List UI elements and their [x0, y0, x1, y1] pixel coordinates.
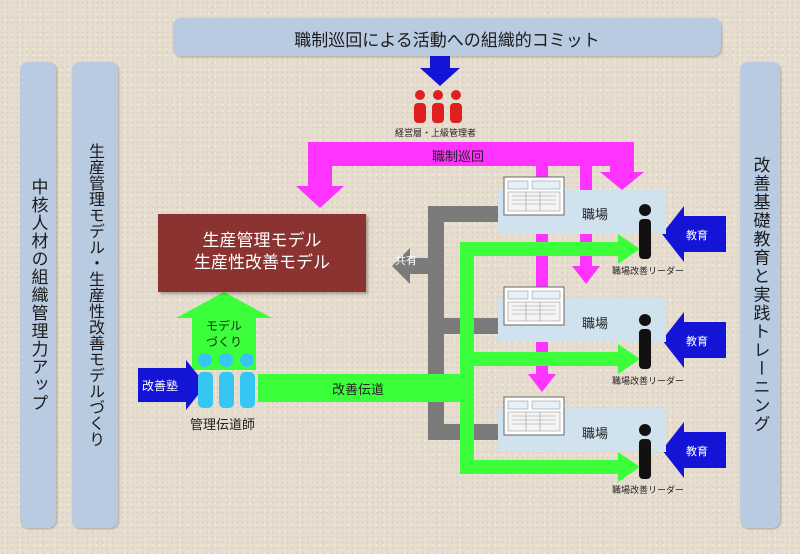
trainer-person-icons [198, 353, 255, 408]
model-making-label: モデル づくり [192, 318, 256, 350]
share-arrow-head [392, 248, 410, 284]
right-column-education-text: 改善基礎教育と実践トレーニング [749, 156, 770, 434]
left-column-core-talent: 中核人材の組織管理力アップ [20, 62, 56, 528]
person-icon-leader-2 [639, 314, 651, 369]
document-icon-2 [503, 286, 565, 326]
model-making-line1: モデル [205, 319, 242, 333]
trainers-label: 管理伝道師 [190, 418, 256, 433]
juku-arrow-body [138, 368, 188, 402]
blue-arrows [138, 56, 726, 478]
executives-label: 経営層・上級管理者 [395, 129, 477, 139]
right-column-education: 改善基礎教育と実践トレーニング [740, 62, 780, 528]
top-banner: 職制巡回による活動への組織的コミット [173, 18, 721, 56]
executive-person-icons [414, 90, 462, 123]
left-column-model-making: 生産管理モデル・生産性改善モデルづくり [72, 62, 118, 528]
model-box-line1: 生産管理モデル [202, 231, 322, 251]
leader-label-1: 職場改善リーダー [612, 267, 685, 277]
leader-label-3: 職場改善リーダー [612, 486, 685, 496]
edu-label-2: 教育 [686, 335, 708, 348]
edu-arrow-1 [662, 206, 726, 262]
propagation-label: 改善伝道 [332, 383, 385, 398]
edu-arrow-2 [662, 312, 726, 368]
edu-arrow-3 [662, 422, 726, 478]
leader-person-icons [639, 204, 651, 479]
model-box: 生産管理モデル 生産性改善モデル [158, 214, 366, 292]
juku-label: 改善塾 [142, 379, 179, 393]
leader-label-2: 職場改善リーダー [612, 377, 685, 387]
left-column-core-talent-text: 中核人材の組織管理力アップ [27, 178, 48, 412]
edu-label-3: 教育 [686, 445, 708, 458]
document-thumbnails [503, 176, 565, 436]
workplace-name-3: 職場 [582, 427, 609, 442]
left-column-model-making-text: 生産管理モデル・生産性改善モデルづくり [86, 143, 105, 447]
top-banner-text: 職制巡回による活動への組織的コミット [294, 31, 600, 51]
patrol-label: 職制巡回 [432, 150, 485, 165]
model-making-line2: づくり [205, 335, 242, 349]
edu-label-1: 教育 [686, 229, 708, 242]
document-icon-1 [503, 176, 565, 216]
workplace-name-1: 職場 [582, 208, 609, 223]
person-icon-leader-3 [639, 424, 651, 479]
document-icon-3 [503, 396, 565, 436]
workplace-name-2: 職場 [582, 317, 609, 332]
model-box-line2: 生産性改善モデル [194, 253, 330, 273]
share-label: 共有 [395, 254, 417, 267]
share-lines [392, 206, 504, 440]
person-icon-leader-1 [639, 204, 651, 259]
